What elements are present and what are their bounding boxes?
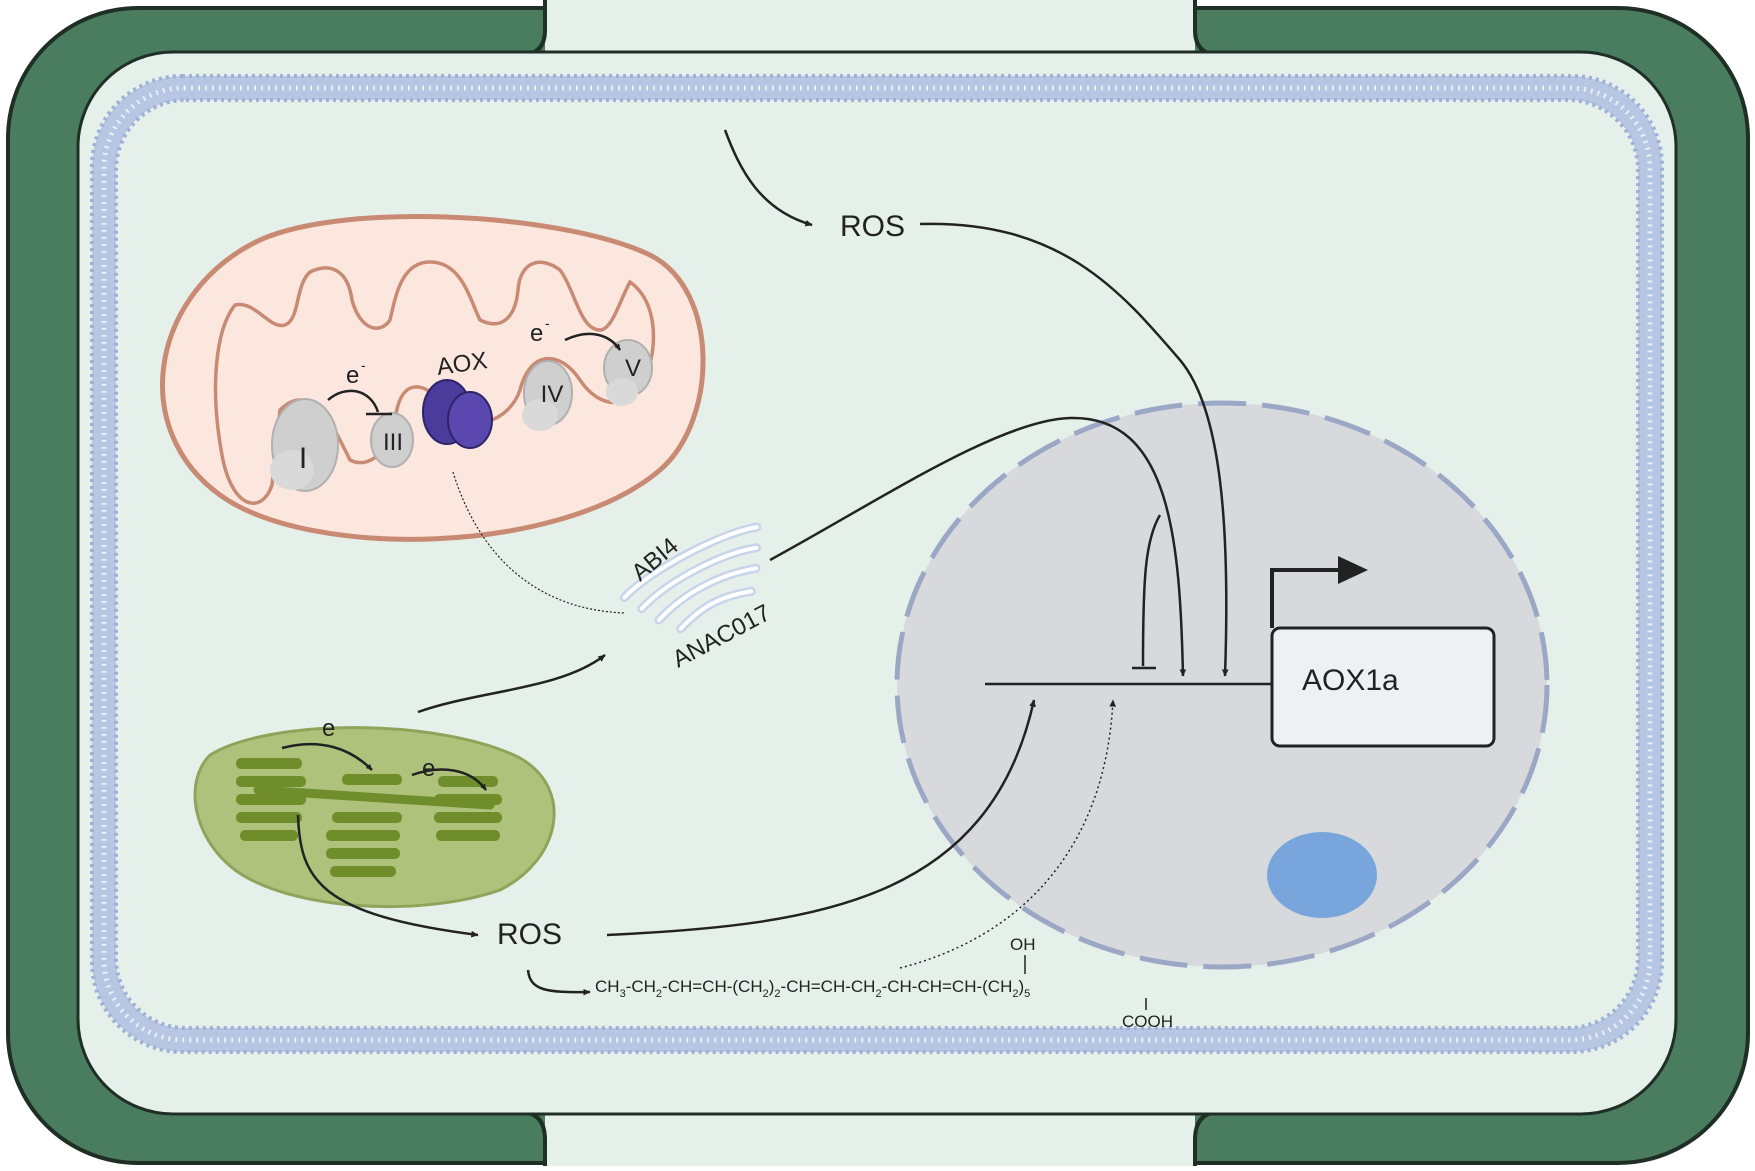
electron-label-1: e [346,362,359,389]
electron-label-2: e [530,320,543,347]
arrow-ros-to-promoter-2 [606,699,1036,937]
granum-left [236,758,306,841]
formula-oh-label: OH [1010,935,1036,954]
arrow-ros-to-oxylipin [526,969,591,996]
plasma-membrane [90,74,1664,1054]
svg-text:-: - [361,357,366,373]
chloroplast-electron-arrow-1 [281,742,373,771]
electron-arrow-iv-v [564,332,622,351]
aox-er-link [452,471,626,614]
granum-right [434,776,502,841]
complex-i-label: I [299,442,307,475]
complex-iii: III [370,412,414,468]
oxylipin-formula: CH3-CH2-CH=CH-(CH2)2-CH=CH-CH2-CH-CH=CH-… [595,977,1030,1000]
complex-iv: IV [522,360,573,431]
electron-label-4: e [422,755,435,782]
aox1a-label: AOX1a [1302,664,1399,697]
svg-text:-: - [545,315,550,331]
arrow-oxylipin-to-promoter [899,699,1116,969]
complex-iv-label: IV [541,381,564,408]
complex-v: V [603,339,653,406]
complex-i: I [270,398,339,492]
arrow-chloroplast-to-ros [296,814,479,938]
arrow-chloroplast-to-er [417,654,606,714]
electron-arrow-i-iii [327,389,380,413]
aox1a-gene-box [1270,626,1496,748]
arrow-ros-to-promoter [919,222,1229,677]
ros-bottom-label: ROS [497,918,562,951]
formula-cooh-label: COOH [1122,1012,1173,1031]
endoplasmic-reticulum [619,522,762,634]
plasmodesma-bottom [545,1112,1195,1166]
ros-top-label: ROS [840,210,905,243]
complex-iii-label: III [383,429,403,456]
chloroplast [193,726,556,909]
signal-arrows [296,129,1229,996]
aox-protein [422,379,493,449]
plasmodesma-top [545,0,1195,58]
arrow-membrane-to-ros [723,129,813,227]
complex-v-label: V [625,355,641,382]
transcription-arrow [1270,568,1340,628]
granum-middle [326,774,402,877]
nucleolus [1267,832,1377,918]
electron-label-3: e [322,715,335,742]
abi4-repression [1141,514,1162,667]
arrow-abi4-to-promoter [769,416,1187,677]
chloroplast-electron-arrow-2 [411,768,488,791]
